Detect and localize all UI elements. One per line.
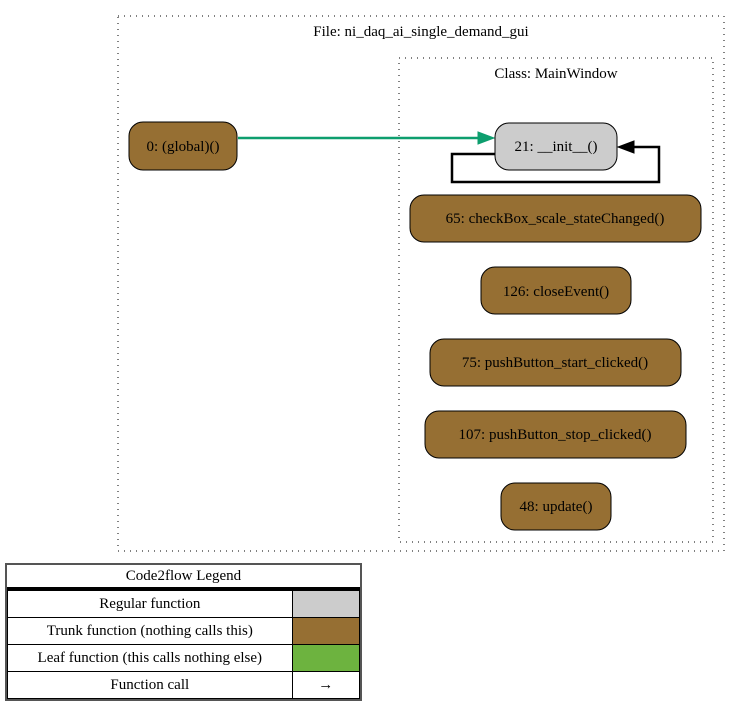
file-cluster: [117, 15, 725, 552]
node-closeevent[interactable]: 126: closeEvent(): [480, 266, 632, 315]
legend-row-call: Function call →: [7, 671, 361, 699]
arrow-icon: →: [291, 671, 361, 699]
legend-row-regular: Regular function: [7, 590, 361, 618]
svg-text:126: closeEvent(): 126: closeEvent(): [503, 284, 609, 300]
svg-text:107: pushButton_stop_clicked(): 107: pushButton_stop_clicked(): [459, 427, 652, 443]
legend-title: Code2flow Legend: [7, 565, 360, 590]
legend-label: Leaf function (this calls nothing else): [7, 644, 293, 672]
legend: Code2flow Legend Regular function Trunk …: [5, 563, 362, 701]
node-global[interactable]: 0: (global)(): [128, 121, 238, 171]
edge-global-to-init: [238, 131, 496, 145]
edge-init-self: [450, 140, 661, 184]
svg-text:0: (global)(): 0: (global)(): [147, 139, 220, 155]
leaf-swatch: [291, 644, 361, 672]
legend-row-leaf: Leaf function (this calls nothing else): [7, 644, 361, 672]
node-init[interactable]: 21: __init__(): [494, 122, 618, 171]
regular-swatch: [291, 590, 361, 618]
svg-text:75: pushButton_start_clicked(): 75: pushButton_start_clicked(): [462, 355, 648, 371]
legend-table: Regular function Trunk function (nothing…: [7, 590, 361, 699]
trunk-swatch: [291, 617, 361, 645]
node-update[interactable]: 48: update(): [500, 482, 612, 531]
svg-text:48: update(): 48: update(): [520, 499, 593, 515]
svg-text:21: __init__(): 21: __init__(): [515, 139, 598, 155]
class-cluster-label: Class: MainWindow: [494, 66, 617, 82]
legend-label: Trunk function (nothing calls this): [7, 617, 293, 645]
node-checkbox-scale-statechanged[interactable]: 65: checkBox_scale_stateChanged(): [409, 194, 702, 243]
node-pushbutton-start-clicked[interactable]: 75: pushButton_start_clicked(): [429, 338, 682, 387]
legend-label: Function call: [7, 671, 293, 699]
legend-label: Regular function: [7, 590, 293, 618]
svg-text:65: checkBox_scale_stateChange: 65: checkBox_scale_stateChanged(): [446, 211, 665, 227]
file-cluster-label: File: ni_daq_ai_single_demand_gui: [313, 24, 528, 40]
class-cluster: [398, 57, 714, 543]
legend-row-trunk: Trunk function (nothing calls this): [7, 617, 361, 645]
node-pushbutton-stop-clicked[interactable]: 107: pushButton_stop_clicked(): [424, 410, 687, 459]
